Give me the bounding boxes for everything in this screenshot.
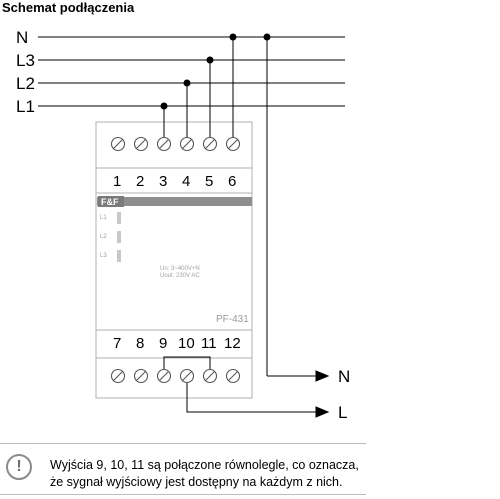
terminal-label-7: 7 — [113, 335, 121, 352]
note-text: Wyjścia 9, 10, 11 są połączone równolegl… — [50, 457, 359, 491]
terminal-screw-2 — [133, 136, 149, 152]
terminal-label-10: 10 — [178, 335, 195, 352]
terminal-screw-11 — [202, 368, 218, 384]
junction-l1 — [160, 102, 168, 110]
terminal-label-11: 11 — [201, 335, 217, 352]
output-label-n: N — [338, 367, 350, 386]
input-connections — [160, 33, 271, 376]
indicator-label-l1: L1 — [100, 215, 107, 221]
output-label-l: L — [338, 403, 347, 422]
terminal-screw-4 — [179, 136, 195, 152]
terminal-screw-7 — [110, 368, 126, 384]
indicator-label-l3: L3 — [100, 253, 107, 259]
relay-device: F&F L1 L2 L3 Un: 3~400V+N Uout: 230V AC … — [95, 121, 253, 399]
supply-lines — [38, 36, 345, 107]
logo-badge — [98, 196, 124, 207]
terminal-label-12: 12 — [224, 335, 241, 352]
terminal-screw-12 — [225, 368, 241, 384]
terminal-screw-5 — [202, 136, 218, 152]
diagram-title: Schemat podłączenia — [2, 0, 135, 15]
arrow-n-out — [315, 370, 330, 382]
terminal-screw-10 — [179, 368, 195, 384]
line-label-l3: L3 — [16, 51, 35, 70]
junction-n-out — [263, 33, 271, 41]
terminal-label-8: 8 — [136, 335, 144, 352]
terminal-label-3: 3 — [159, 173, 167, 190]
note-line-1: Wyjścia 9, 10, 11 są połączone równolegl… — [50, 458, 359, 472]
terminal-screw-1 — [110, 136, 126, 152]
indicator-label-l2: L2 — [100, 234, 107, 240]
junction-l3 — [206, 56, 214, 64]
terminal-label-1: 1 — [113, 173, 121, 190]
wiring-diagram: N L3 L2 L1 F&F L1 L2 L3 Un: 3~400V+N Uou… — [16, 28, 350, 422]
note-divider-bottom — [0, 494, 366, 495]
line-label-l2: L2 — [16, 74, 35, 93]
parallel-outputs-bracket — [163, 356, 211, 369]
bottom-terminal-screws — [110, 368, 241, 384]
spec-output: Uout: 230V AC — [160, 273, 200, 279]
device-model: PF-431 — [216, 314, 249, 325]
terminal-label-2: 2 — [136, 173, 144, 190]
device-logo: F&F — [101, 197, 119, 207]
indicator-led-l3 — [117, 250, 121, 262]
arrow-l-out — [315, 406, 330, 418]
line-label-n: N — [16, 28, 28, 47]
terminal-screw-9 — [156, 368, 172, 384]
junction-n-6 — [229, 33, 237, 41]
indicator-led-l2 — [117, 231, 121, 243]
junction-l2 — [183, 79, 191, 87]
note-line-2: że sygnał wyjściowy jest dostępny na każ… — [50, 475, 343, 489]
wire-l-out — [186, 383, 318, 413]
terminal-screw-6 — [225, 136, 241, 152]
spec-input: Un: 3~400V+N — [160, 266, 200, 272]
terminal-label-9: 9 — [159, 335, 167, 352]
indicator-led-l1 — [117, 212, 121, 224]
terminal-screw-3 — [156, 136, 172, 152]
terminal-label-4: 4 — [182, 173, 190, 190]
terminal-screw-8 — [133, 368, 149, 384]
terminal-label-6: 6 — [228, 173, 236, 190]
line-label-l1: L1 — [16, 97, 35, 116]
terminal-label-5: 5 — [205, 173, 213, 190]
top-terminal-screws — [110, 136, 241, 152]
logo-band — [97, 197, 252, 206]
note-divider-top — [0, 443, 366, 444]
output-connections — [186, 370, 330, 418]
exclamation-icon: ! — [6, 454, 32, 480]
